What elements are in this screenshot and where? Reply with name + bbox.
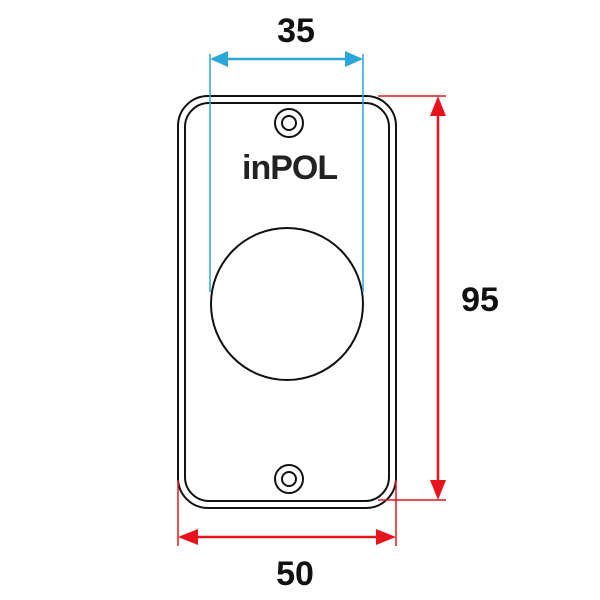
brand-logo: inPOL <box>242 149 337 187</box>
bottom-width-dimension: 50 <box>177 480 397 593</box>
switch-plate: inPOL <box>177 95 397 509</box>
height-dim-arrow-bottom <box>430 480 446 500</box>
bottom-dim-arrow-right <box>376 529 396 545</box>
round-push-button <box>210 227 364 381</box>
top-screw-hole <box>274 108 304 138</box>
top-width-label: 35 <box>277 12 315 50</box>
top-width-dimension: 35 <box>209 12 364 292</box>
top-dim-arrow-left <box>210 51 228 67</box>
plate-inner-outline <box>184 102 390 502</box>
top-dim-arrow-right <box>345 51 363 67</box>
height-label: 95 <box>461 281 499 319</box>
height-dimension: 95 <box>378 95 499 501</box>
bottom-dim-arrow-left <box>178 529 198 545</box>
bottom-width-label: 50 <box>276 555 314 593</box>
height-dim-arrow-top <box>430 96 446 116</box>
bottom-screw-hole <box>274 464 304 494</box>
